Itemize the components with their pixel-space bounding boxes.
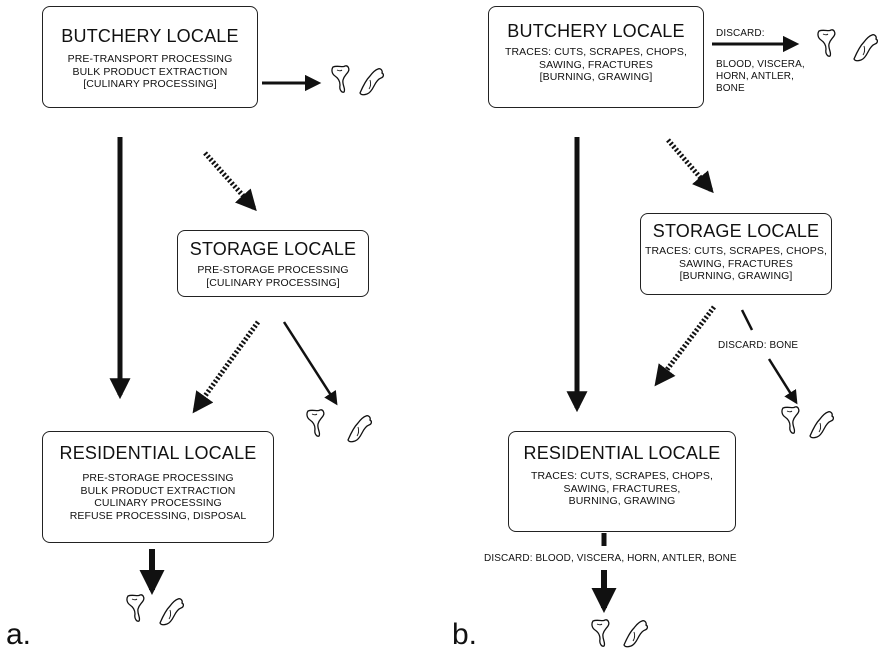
storage-locale-title-b: STORAGE LOCALE bbox=[652, 221, 820, 241]
discard-list-butchery-b: BLOOD, VISCERA, HORN, ANTLER, BONE bbox=[716, 59, 805, 95]
arrow-storage-discard-a bbox=[282, 321, 338, 406]
discard-label-storage-b: DISCARD: BONE bbox=[718, 340, 799, 351]
storage-locale-title-a: STORAGE LOCALE bbox=[189, 239, 357, 259]
residential-line-b: TRACES: CUTS, SCRAPES, CHOPS, bbox=[530, 470, 713, 482]
residential-line-a: CULINARY PROCESSING bbox=[94, 497, 222, 509]
residential-line-a: PRE-STORAGE PROCESSING bbox=[82, 472, 234, 484]
residential-line-b: SAWING, FRACTURES, bbox=[563, 482, 681, 495]
discard-label-residential-b: DISCARD: BLOOD, VISCERA, HORN, ANTLER, B… bbox=[484, 553, 737, 564]
bone-fragment-icon bbox=[306, 409, 325, 437]
butchery-locale-box-b: BUTCHERY LOCALE TRACES: CUTS, SCRAPES, C… bbox=[488, 6, 704, 108]
discard-item: BONE bbox=[716, 83, 745, 94]
residential-line-b: BURNING, GRAWING bbox=[568, 495, 676, 507]
arrow-storage-to-residential-a bbox=[192, 320, 261, 414]
storage-locale-box-a: STORAGE LOCALE PRE-STORAGE PROCESSING [C… bbox=[177, 230, 369, 297]
discard-heading: DISCARD: bbox=[716, 28, 765, 39]
butchery-locale-title-b: BUTCHERY LOCALE bbox=[507, 21, 685, 41]
bone-fragment-icon bbox=[809, 411, 835, 439]
storage-locale-box-b: STORAGE LOCALE TRACES: CUTS, SCRAPES, CH… bbox=[640, 213, 832, 295]
butchery-line-b: SAWING, FRACTURES bbox=[539, 58, 653, 71]
butchery-locale-box-a: BUTCHERY LOCALE PRE-TRANSPORT PROCESSING… bbox=[42, 6, 258, 108]
bone-fragment-icon bbox=[331, 65, 350, 93]
butchery-line-a: [CULINARY PROCESSING] bbox=[83, 78, 217, 90]
bone-fragment-icon bbox=[817, 29, 836, 57]
butchery-locale-title-a: BUTCHERY LOCALE bbox=[61, 26, 239, 46]
arrow-storage-discard-b bbox=[767, 358, 798, 405]
discard-item: HORN, ANTLER, bbox=[716, 71, 794, 82]
storage-line-a: [CULINARY PROCESSING] bbox=[206, 276, 340, 289]
bone-fragment-icon bbox=[623, 620, 649, 648]
storage-line-b: TRACES: CUTS, SCRAPES, CHOPS, bbox=[644, 245, 827, 257]
residential-line-a: BULK PRODUCT EXTRACTION bbox=[80, 484, 236, 497]
butchery-line-b: [BURNING, GRAWING] bbox=[539, 71, 653, 83]
arrow-butchery-to-storage-a bbox=[203, 151, 257, 212]
bone-fragment-icon bbox=[347, 415, 373, 443]
bone-fragment-icon bbox=[853, 34, 879, 62]
butchery-line-a: PRE-TRANSPORT PROCESSING bbox=[67, 53, 233, 65]
storage-line-b: SAWING, FRACTURES bbox=[679, 257, 793, 270]
residential-locale-title-b: RESIDENTIAL LOCALE bbox=[523, 443, 721, 463]
butchery-line-a: BULK PRODUCT EXTRACTION bbox=[72, 65, 228, 78]
residential-locale-title-a: RESIDENTIAL LOCALE bbox=[59, 443, 257, 463]
bone-fragment-icon bbox=[591, 619, 610, 647]
discard-label-butchery-b: DISCARD: bbox=[716, 28, 765, 40]
panel-label-a: a. bbox=[6, 618, 32, 651]
discard-item: BLOOD, VISCERA, bbox=[716, 59, 805, 70]
bone-fragment-icon bbox=[781, 406, 800, 434]
butchery-line-b: TRACES: CUTS, SCRAPES, CHOPS, bbox=[504, 46, 687, 58]
bone-fragment-icon bbox=[126, 594, 145, 622]
storage-line-b: [BURNING, GRAWING] bbox=[679, 270, 793, 282]
residential-locale-box-a: RESIDENTIAL LOCALE PRE-STORAGE PROCESSIN… bbox=[42, 431, 274, 543]
arrow-storage-to-residential-b bbox=[654, 305, 716, 387]
bone-fragment-icon bbox=[359, 68, 385, 96]
storage-line-a: PRE-STORAGE PROCESSING bbox=[197, 264, 349, 276]
arrow-butchery-to-storage-b bbox=[666, 138, 714, 194]
arrow-storage-discard-b-top bbox=[740, 309, 754, 331]
bone-fragment-icon bbox=[159, 598, 185, 626]
panel-label-b: b. bbox=[452, 618, 478, 651]
residential-locale-box-b: RESIDENTIAL LOCALE TRACES: CUTS, SCRAPES… bbox=[508, 431, 736, 532]
residential-line-a: REFUSE PROCESSING, DISPOSAL bbox=[69, 509, 247, 522]
